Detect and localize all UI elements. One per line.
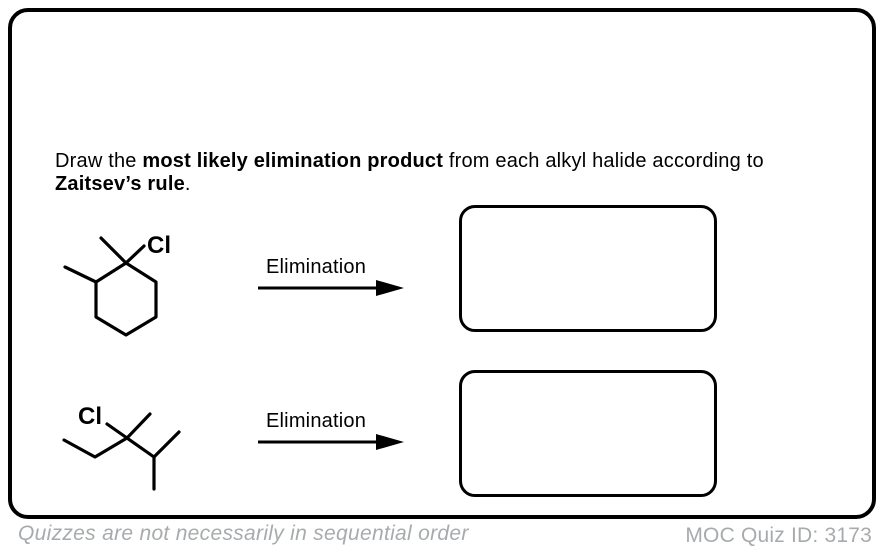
instruction-segment: Draw the: [55, 150, 143, 172]
instruction-line-1: Draw the most likely elimination product…: [55, 150, 845, 173]
reaction-arrow-1: Elimination: [258, 256, 404, 298]
chlorine-atom-label: Cl: [147, 232, 171, 259]
instruction-segment: from each alkyl halide according to: [443, 150, 764, 172]
instruction-bold-segment: most likely elimination product: [142, 150, 444, 172]
quiz-border-frame: [8, 8, 876, 519]
instruction-segment: .: [184, 173, 191, 195]
footer-quiz-id: MOC Quiz ID: 3173: [685, 524, 872, 547]
answer-box-1[interactable]: [459, 205, 717, 332]
answer-box-2[interactable]: [459, 370, 717, 497]
right-arrow-icon: [258, 280, 404, 296]
instruction-line-2: Zaitsev’s rule.: [55, 173, 845, 196]
reaction-arrow-2: Elimination: [258, 410, 404, 452]
elimination-label: Elimination: [266, 410, 367, 432]
carbon-chain-bonds: [62, 412, 181, 491]
instruction-text: Draw the most likely elimination product…: [55, 150, 845, 196]
alkyl-halide-structure-2: Cl: [62, 403, 181, 491]
footer-sequential-note: Quizzes are not necessarily in sequentia…: [18, 522, 469, 545]
cyclohexane-ring-bonds: [63, 236, 158, 337]
alkyl-halide-structure-1: Cl: [63, 232, 171, 337]
chlorine-atom-label: Cl: [78, 403, 102, 430]
elimination-label: Elimination: [266, 256, 367, 278]
right-arrow-icon: [258, 434, 404, 450]
instruction-bold-segment: Zaitsev’s rule: [55, 173, 185, 195]
